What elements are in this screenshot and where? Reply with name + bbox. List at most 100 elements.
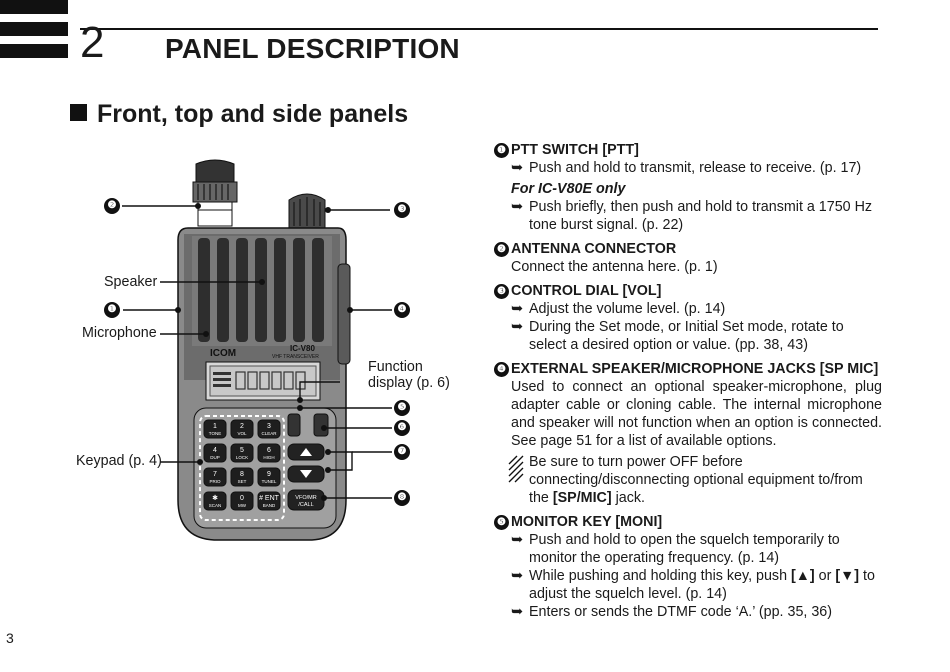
down-button — [287, 465, 325, 483]
key-sublabel: BAND — [263, 503, 276, 508]
speaker-grille — [192, 236, 332, 346]
callout-8: ❽ — [394, 490, 410, 506]
item-number: ❺ — [494, 515, 509, 530]
item-number: ❸ — [494, 284, 509, 299]
label-function-display-2: display (p. 6) — [368, 375, 450, 391]
key-sublabel: PRIO — [209, 479, 221, 484]
item-text-pre: While pushing and holding this key, push — [529, 568, 792, 584]
radio-model: IC-V80 — [290, 344, 315, 353]
section-title-text: Front, top and side panels — [97, 100, 409, 128]
arrow-bullet-icon: ➥ — [511, 199, 523, 215]
label-microphone: Microphone — [82, 325, 157, 341]
radio-subtitle: VHF TRANSCEIVER — [272, 354, 319, 360]
key-number: 1 — [213, 423, 217, 430]
radio-diagram: ICOM IC-V80 VHF TRANSCEIVER 1TONE2VOL3CL… — [122, 159, 392, 541]
arrow-bullet-icon: ➥ — [511, 568, 523, 584]
chapter-tab — [0, 0, 68, 62]
item-text: Used to connect an optional speaker-micr… — [511, 379, 882, 449]
callout-3: ❸ — [394, 202, 410, 218]
up-button — [287, 443, 325, 461]
caution-note: Be sure to turn power OFF before connect… — [494, 453, 882, 507]
item-text: Connect the antenna here. (p. 1) — [511, 259, 718, 275]
antenna — [192, 159, 238, 227]
header-rule — [80, 28, 878, 30]
leader-dots — [175, 203, 353, 501]
callout-2: ❷ — [104, 198, 120, 214]
key-sublabel: TUNEL — [262, 479, 277, 484]
key-number: 7 — [213, 471, 217, 478]
key-number: 0 — [240, 495, 244, 502]
item-number: ❷ — [494, 242, 509, 257]
key-number: 9 — [267, 471, 271, 478]
item-title: CONTROL DIAL [VOL] — [511, 283, 662, 299]
callout-7: ❼ — [394, 444, 410, 460]
chapter-title: PANEL DESCRIPTION — [165, 33, 460, 64]
key-sublabel: MW — [238, 503, 247, 508]
key-sublabel: TONE — [209, 431, 221, 436]
item-text: Push briefly, then push and hold to tran… — [529, 199, 873, 233]
key-number: # ENT — [259, 495, 280, 502]
item-title: EXTERNAL SPEAKER/MICROPHONE JACKS [SP MI… — [511, 361, 879, 377]
arrow-bullet-icon: ➥ — [511, 532, 523, 548]
item-title: ANTENNA CONNECTOR — [511, 241, 677, 257]
label-function-display-1: Function — [368, 359, 423, 375]
key-number: ✱ — [212, 494, 218, 502]
key-number: 2 — [240, 423, 244, 430]
caution-text-pre: Be sure to turn power OFF before connect… — [529, 454, 863, 506]
key-sublabel: SCAN — [209, 503, 222, 508]
side-jack-cover — [337, 263, 351, 365]
item-title: MONITOR KEY [MONI] — [511, 514, 663, 530]
keypad-key: 0MW — [230, 491, 254, 511]
item-title: PTT SWITCH [PTT] — [511, 142, 639, 158]
item-text-mid: or — [814, 568, 836, 584]
item-number: ❶ — [494, 143, 509, 158]
callout-4: ❹ — [394, 302, 410, 318]
item-text: Push and hold to transmit, release to re… — [529, 160, 862, 176]
key-number: 6 — [267, 447, 271, 454]
arrow-bullet-icon: ➥ — [511, 301, 523, 317]
key-number: 8 — [240, 471, 244, 478]
vfo-label: VFO/MR — [295, 495, 316, 501]
page-number: 3 — [6, 630, 14, 646]
callout-6: ❻ — [394, 420, 410, 436]
key-sublabel: DUP — [210, 455, 220, 460]
item-subheading: For IC-V80E only — [511, 181, 626, 197]
label-speaker: Speaker — [104, 274, 158, 290]
arrow-bullet-icon: ➥ — [511, 319, 523, 335]
up-key-ref: [▲] — [791, 568, 815, 584]
item-number: ❹ — [494, 362, 509, 377]
call-label: /CALL — [298, 502, 313, 508]
down-key-ref: [▼] — [835, 568, 860, 584]
callout-5: ❺ — [394, 400, 410, 416]
item-text: Push and hold to open the squelch tempor… — [529, 532, 840, 566]
caution-text-bold: [SP/MIC] — [552, 490, 612, 506]
key-sublabel: LOCK — [236, 455, 248, 460]
section-title: Front, top and side panels — [70, 100, 408, 129]
caution-hatch-icon — [508, 455, 524, 483]
callout-1: ❶ — [104, 302, 120, 318]
key-number: 4 — [213, 447, 217, 454]
item-text: During the Set mode, or Initial Set mode… — [529, 319, 844, 353]
keypad-keys: 1TONE2VOL3CLEAR4DUP5LOCK6HIGH7PRIO8SET9T… — [203, 419, 281, 511]
key-sublabel: SET — [238, 479, 247, 484]
arrow-bullet-icon: ➥ — [511, 604, 523, 620]
vfo-mr-call-button: VFO/MR /CALL — [287, 489, 325, 511]
control-dial — [288, 193, 326, 229]
key-sublabel: VOL — [237, 431, 247, 436]
key-sublabel: CLEAR — [261, 431, 277, 436]
caution-text-post: jack. — [611, 490, 646, 506]
